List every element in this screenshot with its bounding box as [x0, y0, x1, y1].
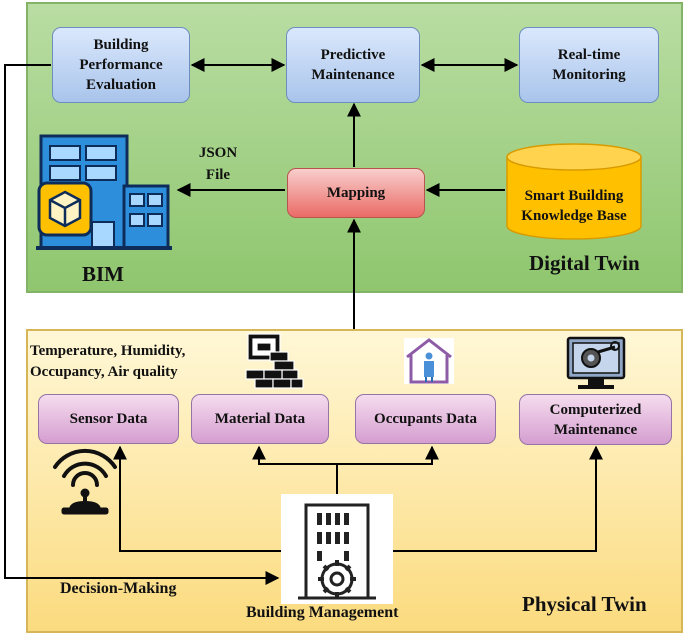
- decision-making-label: Decision-Making: [60, 580, 177, 597]
- knowledge-base-label: Smart Building Knowledge Base: [521, 188, 627, 224]
- knowledge-base-cylinder: [506, 143, 642, 240]
- arrow-occupants: [337, 445, 439, 465]
- house-person-icon: [404, 338, 454, 384]
- physical-twin-title: Physical Twin: [522, 592, 647, 616]
- digital-twin-title: Digital Twin: [529, 251, 640, 275]
- json-file-label: JSON File: [198, 145, 238, 183]
- occupants-data-node: Occupants Data: [355, 394, 496, 444]
- computerized-maintenance-node: Computerized Maintenance: [519, 394, 672, 445]
- arrow-bm-cm: [393, 445, 603, 552]
- sensor-note: Temperature, Humidity, Occupancy, Air qu…: [30, 343, 186, 380]
- bim-building-icon: [36, 134, 172, 250]
- computer-gear-icon: [566, 336, 626, 389]
- realtime-monitoring-node: Real-time Monitoring: [519, 27, 659, 103]
- building-management-label: Building Management: [246, 604, 399, 621]
- arrow-material: [252, 445, 337, 465]
- sensor-data-node: Sensor Data: [38, 394, 179, 444]
- predictive-maintenance-node: Predictive Maintenance: [286, 27, 420, 103]
- building-performance-evaluation-node: Building Performance Evaluation: [52, 27, 190, 103]
- wifi-sensor-icon: [53, 448, 117, 515]
- mapping-node: Mapping: [287, 168, 425, 218]
- bim-label: BIM: [82, 262, 124, 286]
- arrow-decision-making: [4, 64, 280, 585]
- arrow-bm-sensor: [113, 445, 296, 552]
- bricks-icon: [245, 333, 304, 389]
- building-gear-icon: [281, 494, 393, 604]
- material-data-node: Material Data: [191, 394, 329, 444]
